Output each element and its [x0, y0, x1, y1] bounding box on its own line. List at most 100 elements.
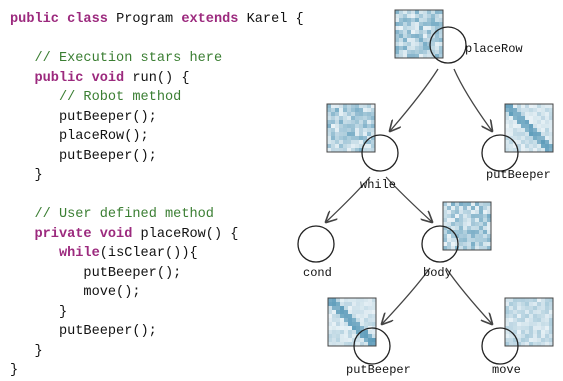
heatmap-cell: [471, 214, 475, 218]
heatmap-cell: [435, 10, 439, 14]
heatmap-cell: [525, 112, 529, 116]
heatmap-cell: [545, 124, 549, 128]
heatmap-cell: [443, 218, 447, 222]
heatmap-cell: [348, 298, 352, 302]
heatmap-cell: [347, 128, 351, 132]
heatmap-cell: [529, 128, 533, 132]
heatmap-cell: [517, 108, 521, 112]
heatmap-cell: [483, 206, 487, 210]
heatmap-cell: [364, 334, 368, 338]
heatmap-cell: [352, 318, 356, 322]
heatmap-cell: [352, 322, 356, 326]
heatmap-cell: [340, 314, 344, 318]
heatmap-cell: [343, 132, 347, 136]
heatmap-cell: [529, 136, 533, 140]
heatmap-cell: [521, 302, 525, 306]
code-line: putBeeper();: [10, 108, 304, 128]
heatmap-cell: [343, 116, 347, 120]
heatmap-cell: [355, 140, 359, 144]
heatmap-cell: [505, 330, 509, 334]
heatmap-cell: [403, 38, 407, 42]
heatmap-cell: [348, 322, 352, 326]
tree-node-label: putBeeper: [486, 168, 551, 182]
heatmap-cell: [517, 144, 521, 148]
heatmap-cell: [545, 322, 549, 326]
heatmap-cell: [483, 210, 487, 214]
heatmap-cell: [467, 218, 471, 222]
heatmap-cell: [459, 218, 463, 222]
heatmap-cell: [435, 38, 439, 42]
heatmap-cell: [475, 234, 479, 238]
heatmap-cell: [399, 46, 403, 50]
heatmap-cell: [517, 338, 521, 342]
heatmap-cell: [415, 38, 419, 42]
heatmap-cell: [331, 132, 335, 136]
code-keyword: private void: [34, 226, 133, 242]
heatmap-cell: [541, 310, 545, 314]
heatmap-cell: [327, 136, 331, 140]
heatmap-cell: [505, 144, 509, 148]
code-line: putBeeper();: [10, 322, 304, 342]
code-text: move();: [10, 285, 141, 300]
heatmap-cell: [487, 210, 491, 214]
heatmap-cell: [395, 42, 399, 46]
code-line: while(isClear()){: [10, 244, 304, 264]
heatmap-cell: [395, 14, 399, 18]
heatmap-cell: [332, 318, 336, 322]
heatmap-cell: [529, 148, 533, 152]
heatmap-cell: [455, 202, 459, 206]
heatmap-cell: [347, 140, 351, 144]
heatmap-cell: [411, 34, 415, 38]
heatmap-cell: [344, 306, 348, 310]
heatmap-cell: [411, 38, 415, 42]
heatmap-cell: [355, 144, 359, 148]
heatmap-cell: [505, 124, 509, 128]
heatmap-cell: [513, 108, 517, 112]
heatmap-cell: [479, 234, 483, 238]
heatmap-cell: [505, 314, 509, 318]
heatmap-cell: [549, 338, 553, 342]
heatmap-cell: [351, 148, 355, 152]
heatmap-cell: [529, 112, 533, 116]
heatmap-cell: [367, 128, 371, 132]
heatmap-cell: [525, 116, 529, 120]
heatmap-cell: [336, 330, 340, 334]
heatmap-cell: [335, 144, 339, 148]
heatmap-cell: [443, 222, 447, 226]
heatmap-cell: [403, 10, 407, 14]
heatmap-cell: [443, 242, 447, 246]
heatmap-cell: [455, 242, 459, 246]
heatmap-cell: [344, 326, 348, 330]
heatmap-cell: [336, 314, 340, 318]
heatmap-cell: [356, 342, 360, 346]
heatmap-cell: [435, 26, 439, 30]
heatmap-cell: [483, 202, 487, 206]
heatmap-cell: [479, 230, 483, 234]
heatmap-cell: [399, 34, 403, 38]
heatmap-cell: [355, 120, 359, 124]
code-comment: // Execution stars here: [34, 51, 223, 66]
heatmap-cell: [403, 22, 407, 26]
heatmap-cell: [364, 302, 368, 306]
heatmap-cell: [529, 116, 533, 120]
heatmap-cell: [411, 10, 415, 14]
heatmap-cell: [509, 128, 513, 132]
heatmap-cell: [467, 242, 471, 246]
heatmap-cell: [355, 148, 359, 152]
heatmap-cell: [505, 148, 509, 152]
heatmap-cell: [463, 202, 467, 206]
heatmap-cell: [509, 124, 513, 128]
heatmap-cell: [368, 318, 372, 322]
heatmap-cell: [541, 326, 545, 330]
heatmap-cell: [517, 302, 521, 306]
heatmap-cell: [517, 310, 521, 314]
heatmap-cell: [537, 148, 541, 152]
code-text: run() {: [124, 70, 190, 86]
heatmap-cell: [541, 330, 545, 334]
heatmap-cell: [327, 128, 331, 132]
heatmap-cell: [509, 112, 513, 116]
heatmap-cell: [541, 148, 545, 152]
heatmap-cell: [443, 234, 447, 238]
heatmap-cell: [359, 136, 363, 140]
heatmap-cell: [483, 246, 487, 250]
